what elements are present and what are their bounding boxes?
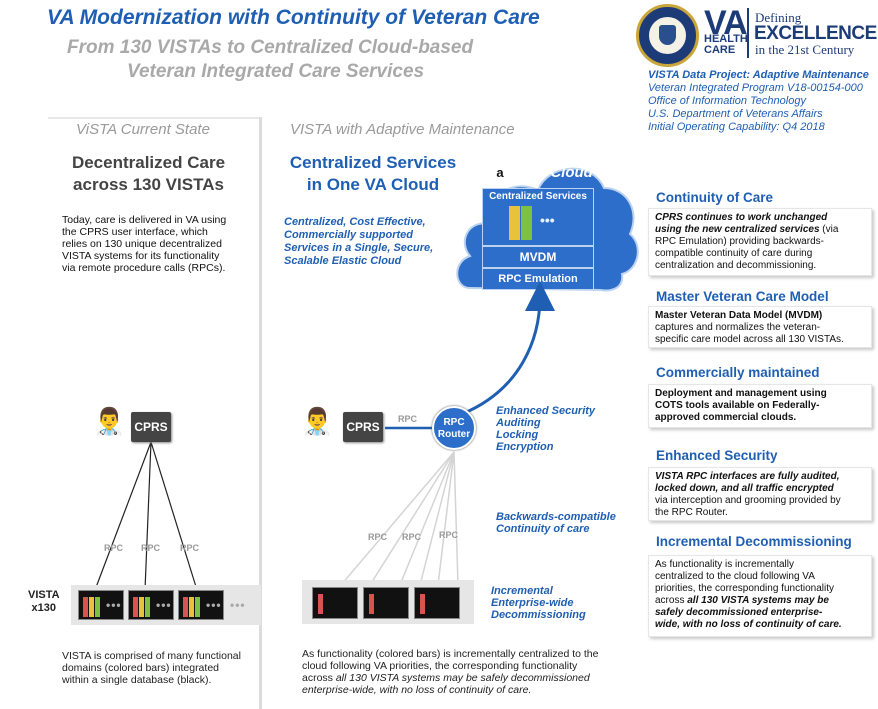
- security-features-label: Enhanced Security Auditing Locking Encry…: [496, 405, 596, 453]
- rpc-label-middle-top: RPC: [398, 414, 418, 424]
- logo-divider: [747, 8, 749, 58]
- section-box-decommissioning: As functionality is incrementally centra…: [648, 555, 872, 637]
- service-bar-yellow: [509, 206, 520, 240]
- middle-caption: As functionality (colored bars) is incre…: [302, 648, 599, 696]
- section-box-security: VISTA RPC interfaces are fully audited, …: [648, 467, 872, 521]
- project-line-3: U.S. Department of Veterans Affairs: [648, 108, 823, 120]
- cprs-box-left: CPRS: [131, 412, 171, 442]
- left-column-header: ViSTA Current State: [76, 121, 210, 138]
- decommissioning-label: Incremental Enterprise-wide Decommission…: [491, 585, 586, 621]
- project-line-1: Veteran Integrated Program V18-00154-000: [648, 82, 863, 94]
- cloud-provider-icon: a: [489, 163, 511, 185]
- vista-box-2: •••: [128, 590, 174, 620]
- cloud-label: VA Cloud: [527, 164, 593, 181]
- backwards-compatible-label: Backwards-compatible Continuity of care: [496, 511, 616, 535]
- vista-box-3: •••: [178, 590, 224, 620]
- vista-box-middle-3: [414, 587, 460, 619]
- page-title: VA Modernization with Continuity of Vete…: [47, 6, 540, 29]
- left-caption: VISTA is comprised of many functional do…: [62, 650, 241, 686]
- tagline-excellence: EXCELLENCE: [754, 23, 877, 44]
- middle-description: Centralized, Cost Effective, Commerciall…: [284, 216, 434, 267]
- rpc-emulation-box: RPC Emulation: [482, 268, 594, 290]
- doctor-icon: 👨‍⚕️: [93, 406, 126, 436]
- project-line-4: Initial Operating Capability: Q4 2018: [648, 121, 825, 133]
- vista-box-1: •••: [78, 590, 124, 620]
- centralized-services-label: Centralized Services: [489, 191, 587, 202]
- left-description: Today, care is delivered in VA using the…: [62, 214, 227, 274]
- subtitle-line-2: Veteran Integrated Care Services: [127, 61, 425, 82]
- section-title-commercial: Commercially maintained: [656, 365, 820, 380]
- rpc-label-middle-2: RPC: [402, 532, 422, 542]
- section-title-mvcm: Master Veteran Care Model: [656, 289, 829, 304]
- rpc-label-middle-1: RPC: [368, 532, 388, 542]
- rpc-label-middle-3: RPC: [439, 530, 459, 540]
- section-box-continuity: CPRS continues to work unchanged using t…: [648, 208, 872, 276]
- va-logo-text: VA: [704, 4, 748, 42]
- project-heading: VISTA Data Project: Adaptive Maintenance: [648, 69, 869, 81]
- section-title-decommissioning: Incremental Decommissioning: [656, 534, 852, 549]
- doctor-icon-middle: 👨‍⚕️: [301, 406, 334, 436]
- section-title-continuity: Continuity of Care: [656, 190, 773, 205]
- tagline-century: in the 21st Century: [755, 42, 855, 57]
- vista-box-middle-1: [312, 587, 358, 619]
- vista-box-middle-2: [363, 587, 409, 619]
- cprs-box-middle: CPRS: [343, 412, 383, 442]
- mvdm-box: MVDM: [482, 246, 594, 268]
- left-header-rule: [48, 117, 259, 119]
- column-divider: [259, 117, 262, 709]
- subtitle-line-1: From 130 VISTAs to Centralized Cloud-bas…: [67, 37, 474, 58]
- va-seal-logo: [636, 4, 699, 67]
- service-bar-green: [521, 206, 532, 240]
- middle-column-header: VISTA with Adaptive Maintenance: [290, 121, 515, 138]
- rpc-label-left-2: RPC: [141, 543, 161, 553]
- rpc-label-left-3: RPC: [180, 543, 200, 553]
- project-line-2: Office of Information Technology: [648, 95, 806, 107]
- centralized-services-box: [482, 188, 594, 246]
- rpc-label-left-1: RPC: [104, 543, 124, 553]
- more-vistas-dots: •••: [230, 598, 246, 612]
- tagline-defining: Defining: [755, 10, 802, 25]
- section-title-security: Enhanced Security: [656, 448, 778, 463]
- section-box-mvcm: Master Veteran Data Model (MVDM) capture…: [648, 306, 872, 348]
- section-box-commercial: Deployment and management using COTS too…: [648, 384, 872, 428]
- service-more-dots: •••: [540, 212, 555, 228]
